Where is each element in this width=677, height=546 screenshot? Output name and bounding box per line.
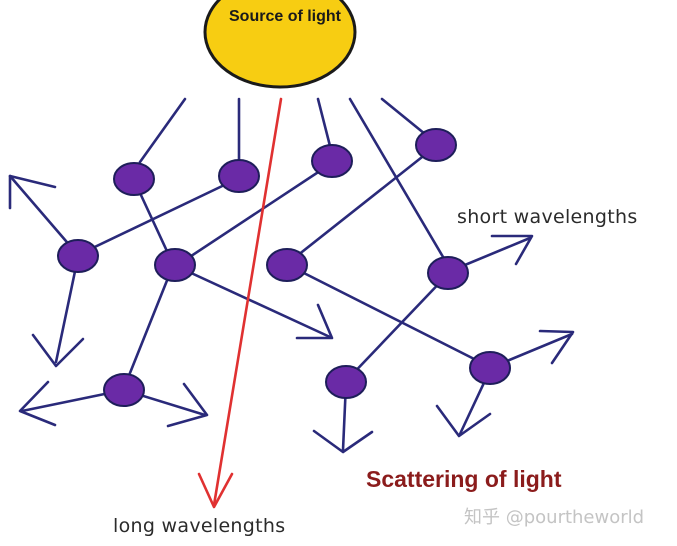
scatter-ray <box>174 264 332 339</box>
particle <box>218 159 260 193</box>
arrowhead <box>18 380 57 427</box>
diagram-title: Scattering of light <box>366 466 562 492</box>
arrowhead <box>312 429 374 454</box>
arrowhead <box>435 404 492 438</box>
arrowheads <box>8 174 575 454</box>
scattered-rays <box>8 144 574 452</box>
particle <box>311 144 353 178</box>
incoming-ray <box>348 97 448 264</box>
incoming-ray <box>380 97 427 136</box>
particle <box>427 256 469 290</box>
arrowhead <box>490 234 534 266</box>
particle <box>113 162 155 196</box>
short-wavelengths-label: short wavelengths <box>457 206 638 228</box>
red-ray <box>212 97 283 507</box>
particle <box>103 373 145 407</box>
red-arrowhead <box>197 472 234 509</box>
light-source: Source of light <box>203 0 357 89</box>
particle <box>57 239 99 273</box>
arrowhead <box>8 174 57 210</box>
scatter-ray <box>78 176 241 256</box>
incoming-rays <box>138 97 448 264</box>
scatter-ray <box>122 266 174 390</box>
scatter-ray <box>174 161 334 268</box>
watermark: 知乎 @pourtheworld <box>464 507 644 528</box>
scatter-ray <box>286 144 438 265</box>
arrowhead <box>295 303 334 340</box>
scatter-ray <box>286 263 492 369</box>
incoming-ray <box>316 97 332 148</box>
particles <box>57 128 511 407</box>
arrowhead <box>538 329 575 365</box>
particle <box>325 365 367 399</box>
incoming-ray <box>138 97 187 164</box>
sun-disc <box>203 0 357 89</box>
particle <box>469 351 511 385</box>
long-wavelength-ray <box>197 97 283 509</box>
source-label: Source of light <box>229 8 342 25</box>
long-wavelengths-label: long wavelengths <box>113 515 285 537</box>
particle <box>415 128 457 162</box>
particle <box>266 248 308 282</box>
arrowhead <box>31 333 85 368</box>
scatter-ray <box>54 255 80 364</box>
particle <box>154 248 196 282</box>
scatter-ray <box>344 272 450 383</box>
arrowhead <box>166 382 209 428</box>
